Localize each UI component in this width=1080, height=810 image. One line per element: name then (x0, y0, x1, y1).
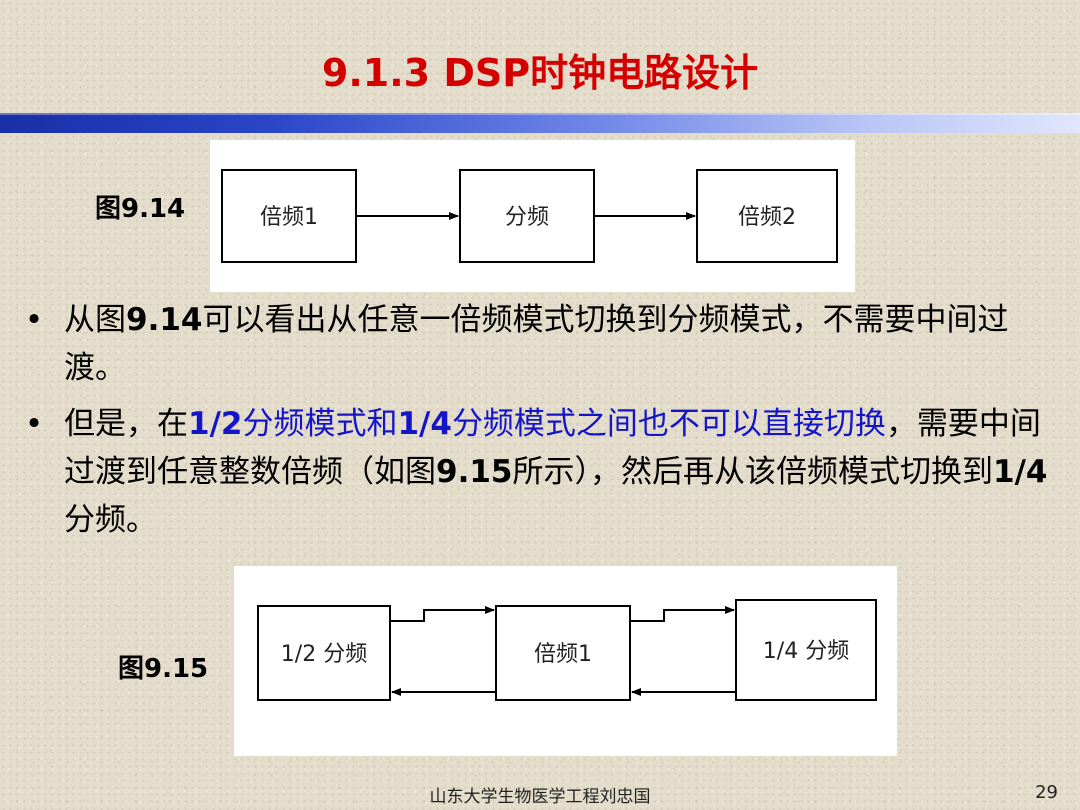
figure-9-14-diagram: 倍频1 分频 倍频2 (221, 169, 838, 263)
bullet-text-run: 从图 (64, 302, 126, 338)
figure-9-15: 1/2 分频 倍频1 1/4 分频 (234, 566, 897, 756)
bullet-text-run: 分频模式和 (242, 406, 398, 442)
title-bar (0, 113, 1080, 133)
bullet-text-run: 所示），然后再从该倍频模式切换到 (512, 454, 994, 490)
arrow-half-to-multiply (390, 606, 495, 622)
figure-9-15-diagram: 1/2 分频 倍频1 1/4 分频 (257, 599, 877, 701)
bullet-text-run: 1/4 (993, 454, 1048, 490)
box-multiply-1 (221, 169, 357, 263)
footer-text: 山东大学生物医学工程刘忠国 (429, 787, 651, 807)
bullet-list: • 从图9.14可以看出从任意一倍频模式切换到分频模式，不需要中间过渡。 • 但… (22, 296, 1062, 552)
box-quarter-divide (735, 599, 877, 701)
bullet-text-run: ，需要中间过渡到任意整数倍频（如图 (64, 406, 1041, 490)
bullet-text: 从图9.14可以看出从任意一倍频模式切换到分频模式，不需要中间过渡。 (64, 302, 1009, 386)
box-label: 倍频1 (534, 642, 592, 667)
bullet-text-run: 1/2 (188, 406, 243, 442)
bullet-text-run: 9.14 (126, 302, 203, 338)
box-divide (459, 169, 595, 263)
box-label: 1/4 分频 (763, 639, 849, 664)
page-number: 29 (1035, 782, 1058, 803)
slide-title: 9.1.3 DSP时钟电路设计 (321, 51, 759, 95)
bullet-text-run: 9.15 (436, 454, 513, 490)
bullet-item: • 从图9.14可以看出从任意一倍频模式切换到分频模式，不需要中间过渡。 (22, 296, 1062, 392)
box-label: 倍频1 (260, 205, 318, 230)
figure-9-15-label: 图9.15 (118, 654, 209, 684)
bullet-text: 但是，在1/2分频模式和1/4分频模式之间也不可以直接切换，需要中间过渡到任意整… (64, 406, 1047, 538)
bullet-text-run: 但是，在 (64, 406, 188, 442)
box-multiply-2 (696, 169, 838, 263)
bullet-text-run: 1/4 (397, 406, 452, 442)
box-half-divide (257, 605, 391, 701)
box-label: 分频 (505, 205, 549, 230)
bullet-dot: • (24, 302, 44, 338)
box-label: 倍频2 (738, 205, 796, 230)
bullet-text-run: 分频。 (64, 502, 157, 538)
box-multiply-1 (495, 605, 631, 701)
bullet-dot: • (24, 406, 44, 442)
bullet-text-run: 分频模式之间也不可以直接切换 (451, 406, 886, 442)
figure-9-14: 倍频1 分频 倍频2 (210, 140, 855, 292)
box-label: 1/2 分频 (281, 642, 367, 667)
figure-9-14-label: 图9.14 (95, 194, 186, 224)
bullet-item: • 但是，在1/2分频模式和1/4分频模式之间也不可以直接切换，需要中间过渡到任… (22, 400, 1062, 544)
bullet-text-run: 可以看出从任意一倍频模式切换到分频模式，不需要中间过渡。 (64, 302, 1009, 386)
arrow-multiply-to-quarter (630, 606, 735, 622)
